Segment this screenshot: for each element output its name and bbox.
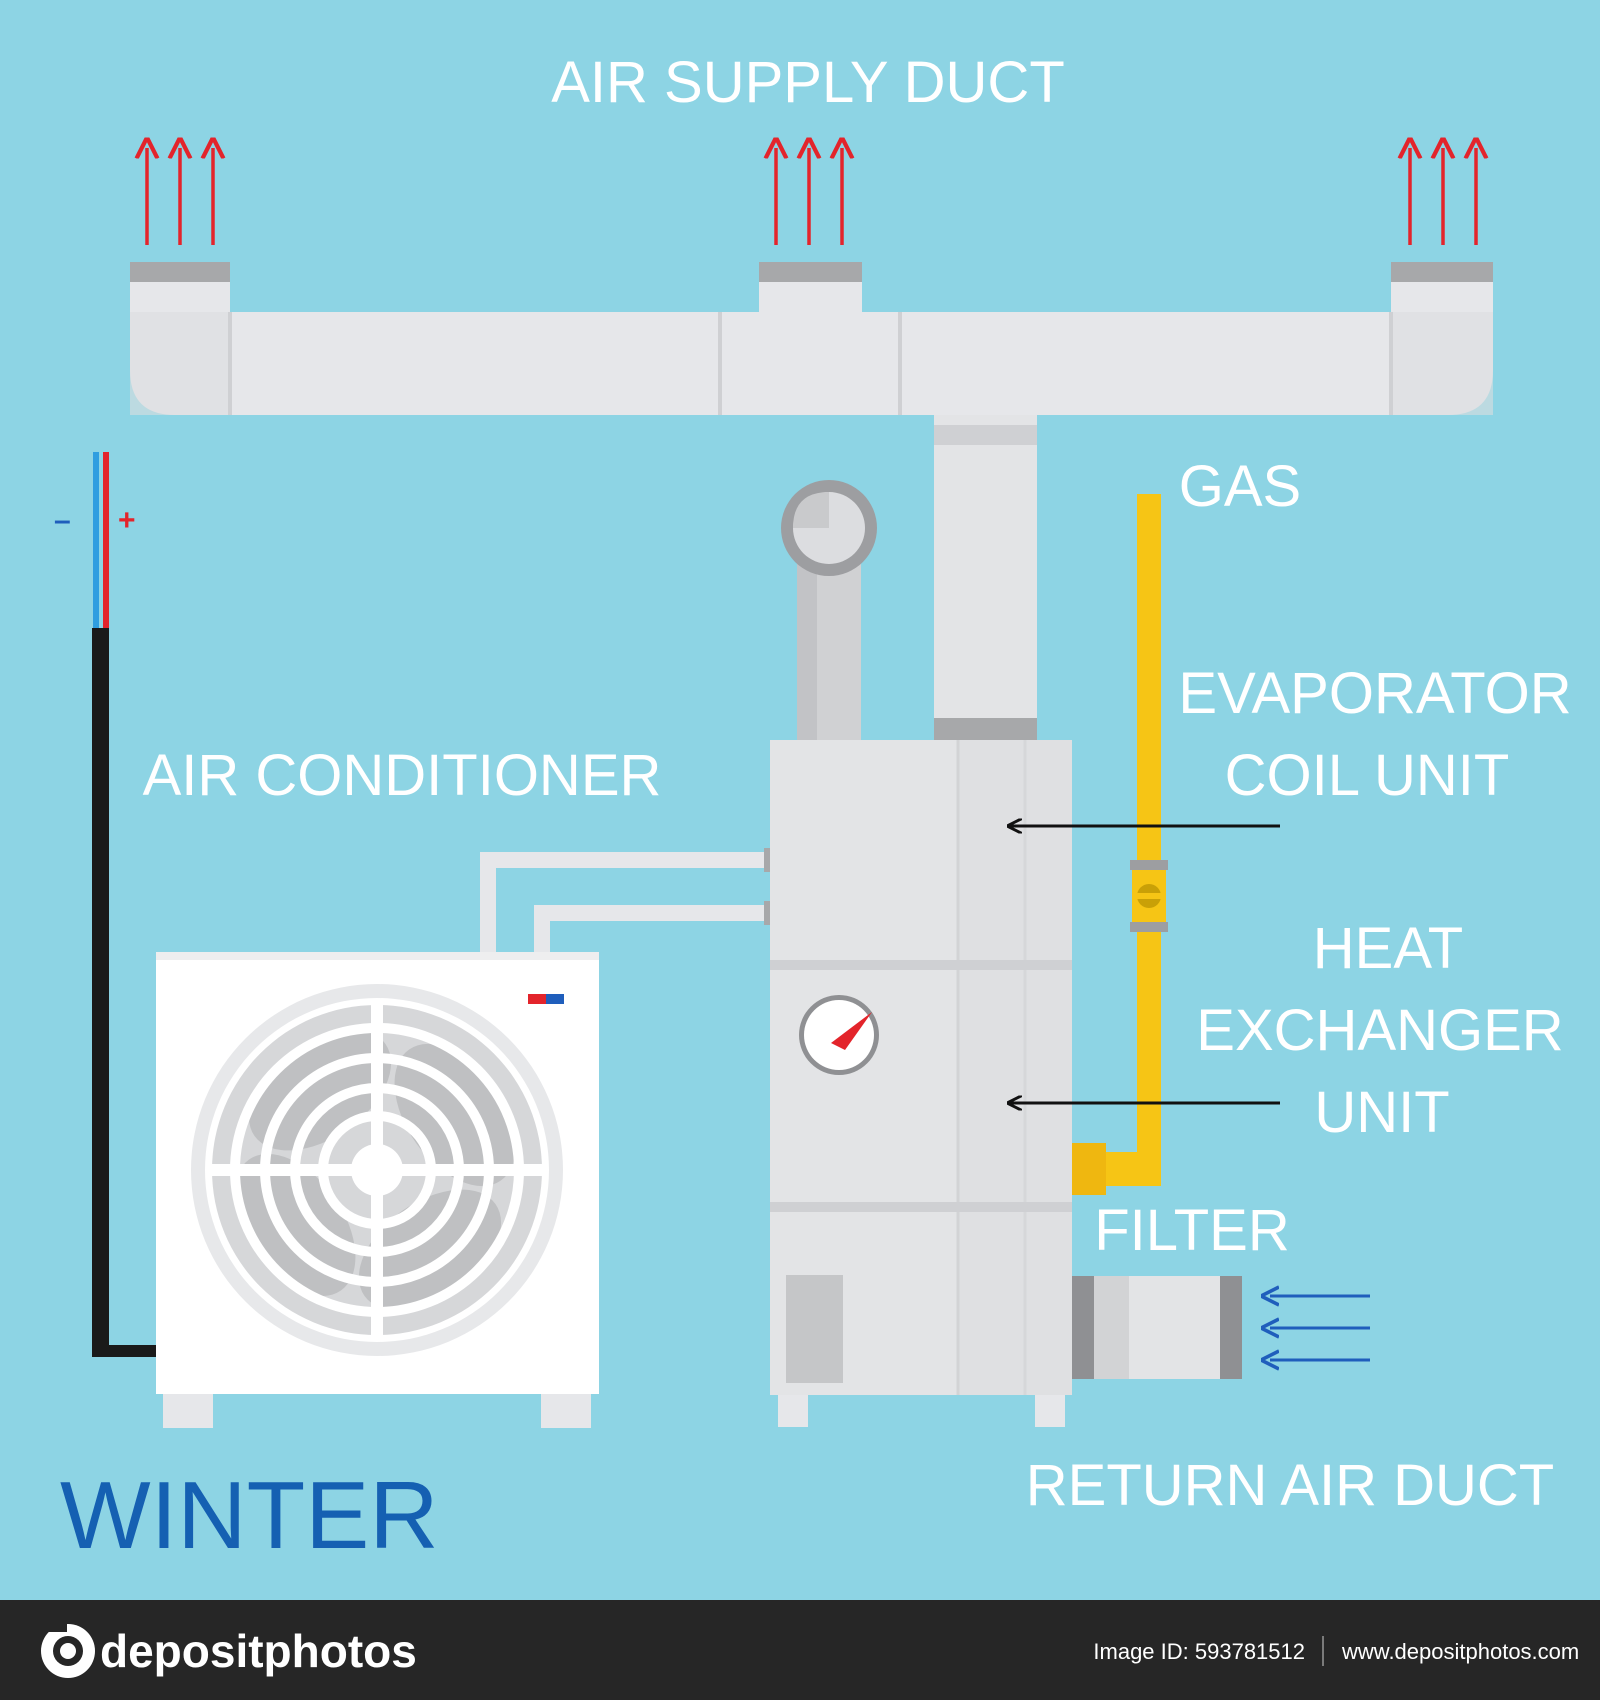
heat-exchanger-label-line1: HEAT (1313, 916, 1463, 981)
gas-label: GAS (1179, 454, 1302, 519)
footer-brand: depositphotos (100, 1625, 417, 1677)
supply-air-arrows (147, 148, 1476, 245)
pointer-arrows (1010, 826, 1280, 1103)
evaporator-coil-section-divider (770, 960, 1072, 970)
plus-sign: + (118, 504, 136, 537)
heat-exchanger-label-line3: UNIT (1314, 1080, 1449, 1145)
pressure-gauge-icon (799, 995, 879, 1075)
unit-hot-cold-indicator (528, 994, 564, 1004)
access-panel (786, 1275, 843, 1383)
evaporator-label-line2: COIL UNIT (1225, 743, 1510, 808)
flue-pipe (781, 480, 877, 740)
season-label: WINTER (60, 1462, 439, 1569)
gas-valve-icon (1130, 860, 1168, 932)
refrigerant-lines (480, 848, 772, 955)
return-air-duct-label: RETURN AIR DUCT (1026, 1453, 1554, 1518)
air-supply-duct (130, 262, 1493, 740)
air-conditioner-label: AIR CONDITIONER (143, 743, 662, 808)
heat-exchanger-label-line2: EXCHANGER (1196, 998, 1563, 1063)
filter-box (1072, 1276, 1242, 1379)
return-air-arrows (1270, 1296, 1370, 1360)
filter-label: FILTER (1094, 1198, 1290, 1263)
air-conditioner-unit (156, 952, 599, 1428)
air-supply-duct-label: AIR SUPPLY DUCT (551, 50, 1065, 115)
depositphotos-logo-icon (41, 1622, 95, 1678)
footer-bar: depositphotos Image ID: 593781512 www.de… (0, 1600, 1600, 1700)
footer-divider (1322, 1636, 1324, 1666)
furnace-unit (770, 740, 1072, 1427)
gas-line (1072, 494, 1168, 1195)
footer-image-id: Image ID: 593781512 (1093, 1639, 1305, 1664)
footer-site-link[interactable]: www.depositphotos.com (1341, 1639, 1579, 1664)
fan-icon (191, 984, 563, 1356)
heat-exchanger-section-divider (770, 1202, 1072, 1212)
power-wires (92, 452, 156, 1357)
minus-sign: – (54, 504, 71, 537)
evaporator-label-line1: EVAPORATOR (1178, 661, 1571, 726)
